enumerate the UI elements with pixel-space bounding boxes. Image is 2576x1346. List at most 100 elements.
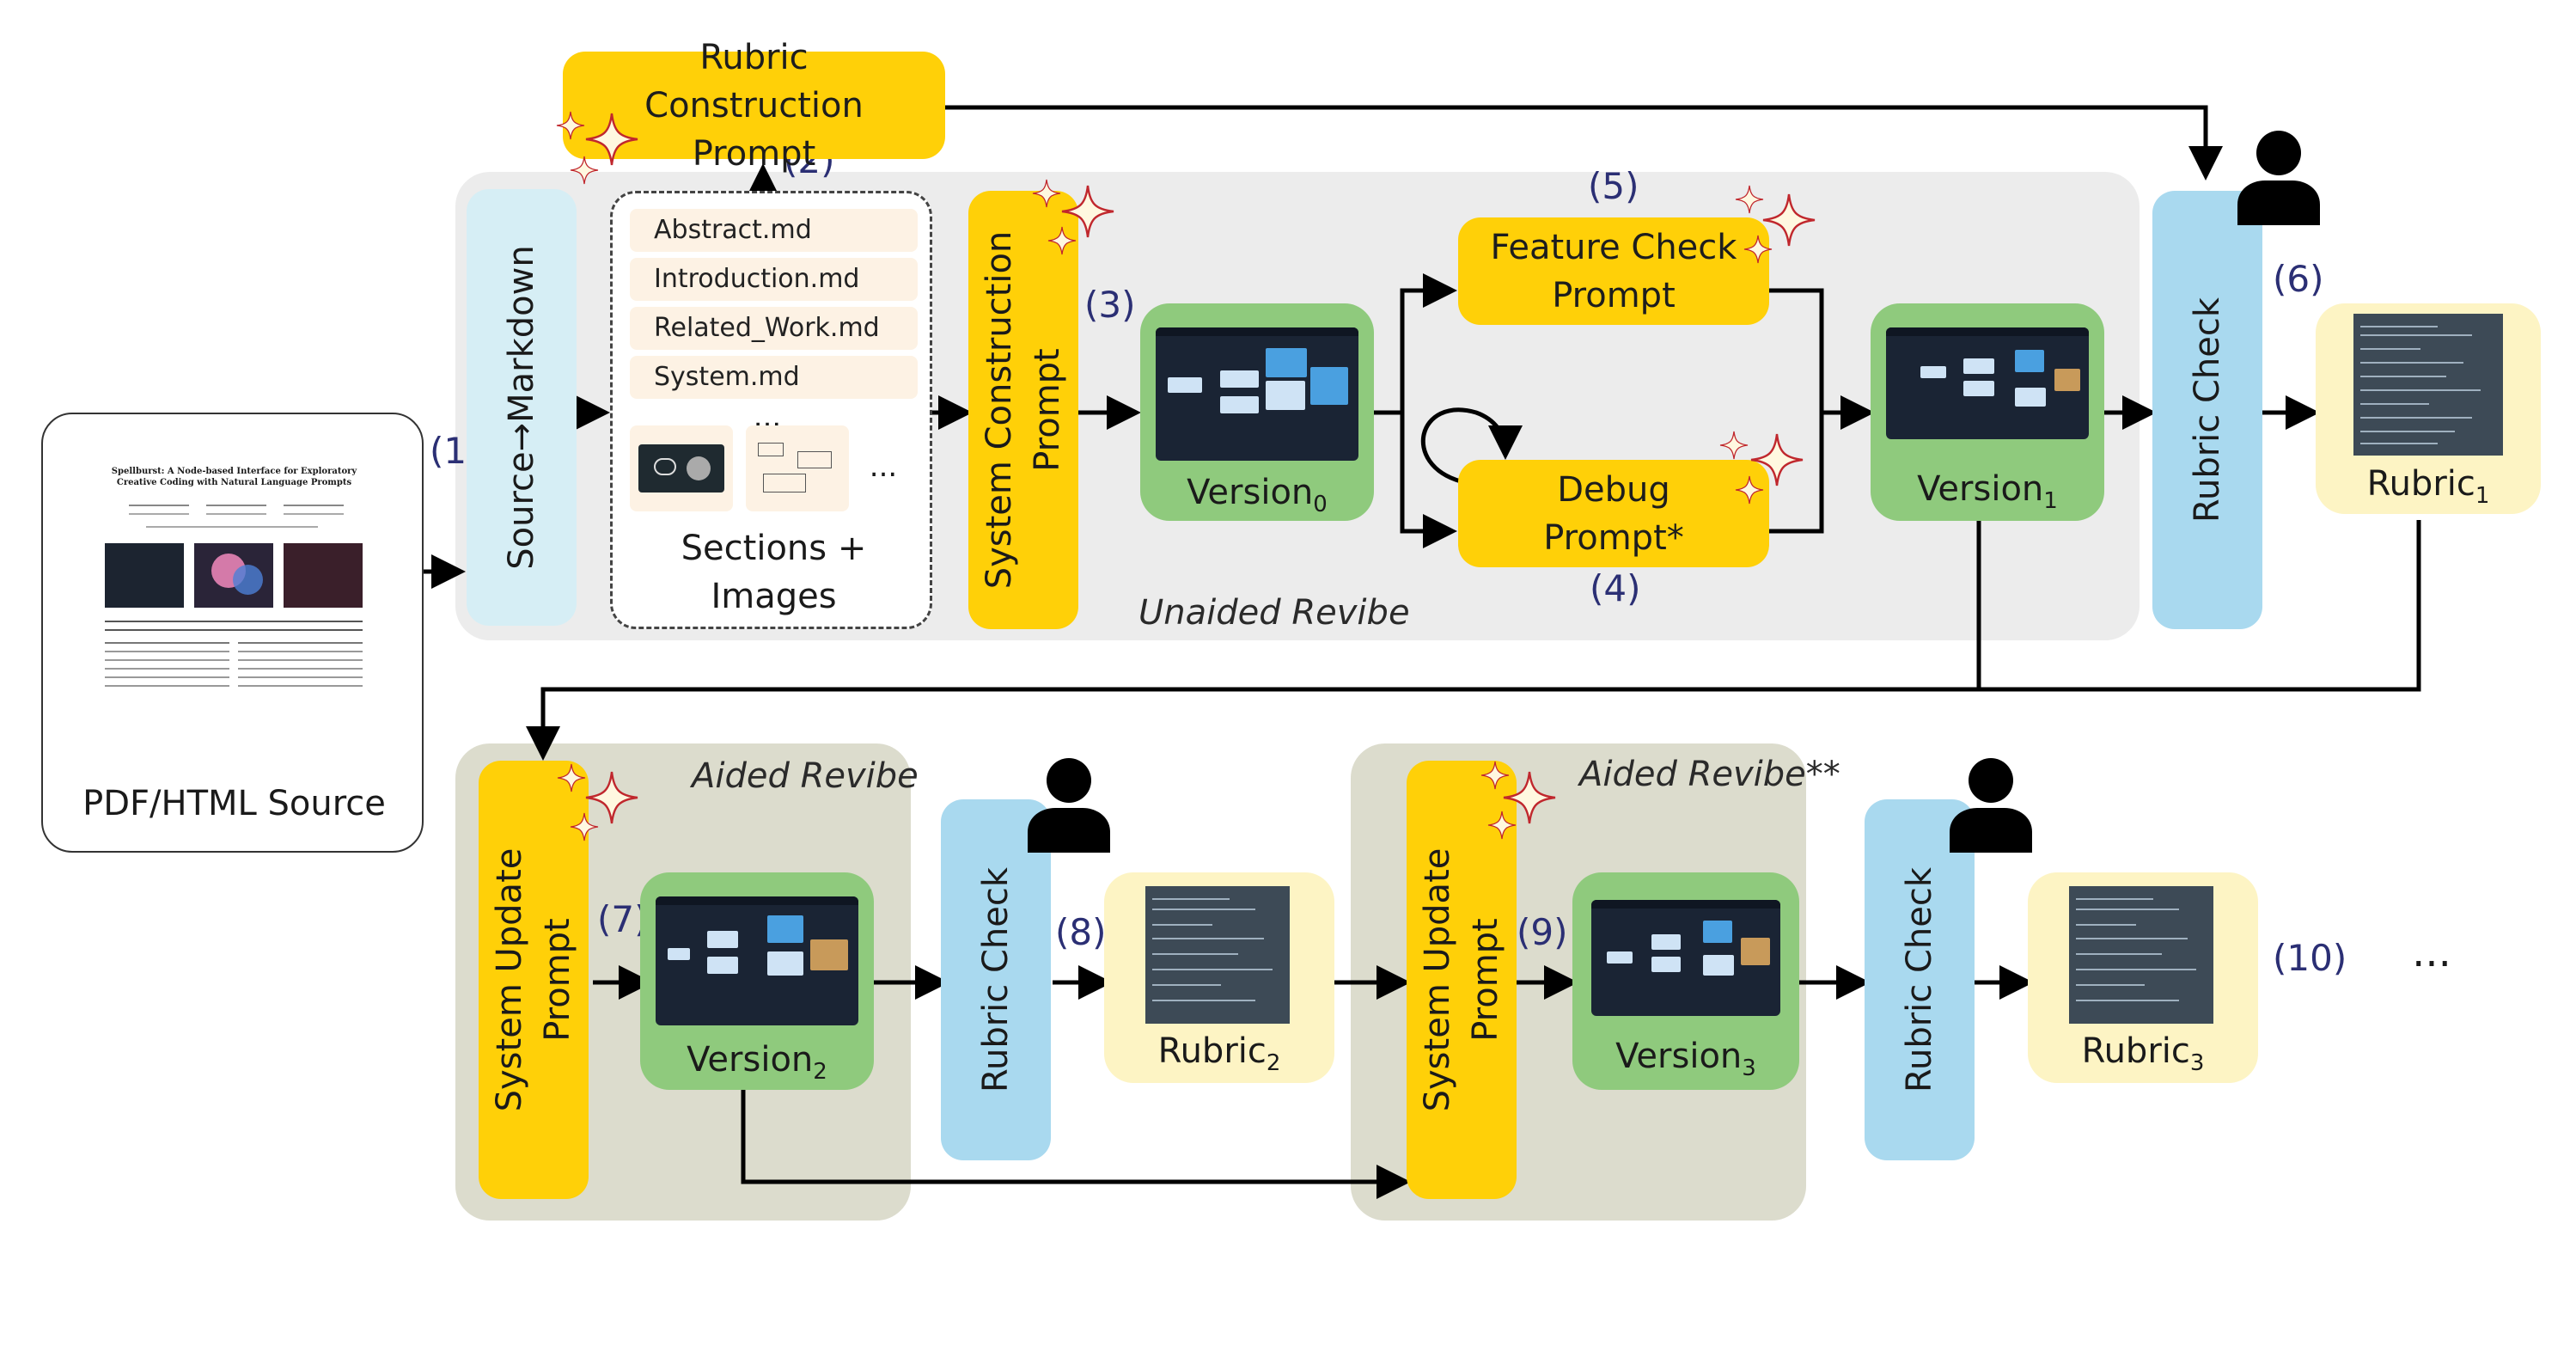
sparkle-icon	[1736, 186, 1763, 213]
paper-figure-1	[105, 543, 184, 608]
version-3-card: Version3	[1572, 872, 1799, 1090]
paper-figure-3	[284, 543, 363, 608]
version-3-screenshot	[1591, 900, 1780, 1016]
rubric-construction-label: Rubric Construction Prompt	[644, 37, 864, 174]
version-2-screenshot	[656, 896, 858, 1025]
image-thumb-2	[746, 425, 849, 511]
rubric-1-label: Rubric1	[2316, 460, 2541, 520]
version-0-card: Version0	[1140, 303, 1374, 521]
rubric-3-sheet	[2069, 886, 2213, 1024]
sections-label: Sections + Images	[681, 529, 867, 616]
sparkle-icon	[1736, 476, 1763, 504]
version-3-text: Version	[1615, 1037, 1743, 1076]
file-related-work: Related_Work.md	[630, 307, 918, 350]
feature-check-prompt: Feature Check Prompt	[1458, 217, 1769, 325]
debug-prompt: Debug Prompt*	[1458, 460, 1769, 567]
step-7: (7)	[597, 898, 649, 940]
rubric-2-sub: 2	[1266, 1050, 1281, 1076]
sparkle-icon	[1033, 180, 1060, 207]
sparkle-icon	[571, 813, 598, 841]
sections-images-box: Abstract.md Introduction.md Related_Work…	[610, 191, 932, 629]
person-icon	[2237, 131, 2320, 225]
system-construction-prompt: System Construction Prompt	[968, 191, 1078, 629]
sparkle-icon	[1481, 762, 1509, 789]
version-2-label: Version2	[640, 1036, 874, 1096]
sparkle-icon	[586, 113, 638, 165]
rubric-2-sheet	[1145, 886, 1290, 1024]
sparkle-icon	[557, 112, 584, 139]
rubric-1-sub: 1	[2475, 483, 2490, 509]
version-2-text: Version	[687, 1040, 814, 1080]
rubric-3-label: Rubric3	[2028, 1027, 2258, 1087]
rubric-check-1: Rubric Check	[2152, 191, 2262, 629]
sections-images-label: Sections + Images	[613, 524, 935, 621]
thumbs-ellipsis: ...	[869, 450, 898, 484]
sparkle-icon	[1048, 227, 1076, 254]
trailing-ellipsis: ...	[2412, 928, 2451, 976]
sparkle-icon	[571, 156, 598, 184]
person-icon	[1950, 758, 2032, 853]
step-8: (8)	[1055, 911, 1107, 953]
file-system: System.md	[630, 356, 918, 399]
sparkle-icon	[1751, 434, 1803, 486]
paper-preview: Spellburst: A Node-based Interface for E…	[95, 466, 374, 749]
sparkle-icon	[586, 772, 638, 823]
version-2-sub: 2	[813, 1059, 827, 1085]
version-1-card: Version1	[1871, 303, 2104, 521]
person-icon	[1028, 758, 1110, 853]
paper-figure-2	[194, 543, 273, 608]
sparkle-icon	[558, 764, 585, 792]
aided-revibe-2-label: Aided Revibe**	[1579, 755, 1840, 794]
file-abstract: Abstract.md	[630, 209, 918, 252]
rubric-check-3: Rubric Check	[1865, 799, 1975, 1160]
aided-revibe-label: Aided Revibe	[692, 756, 919, 796]
system-update-prompt-2: System Update Prompt	[1407, 761, 1517, 1199]
debug-label: Debug Prompt*	[1543, 469, 1684, 558]
rubric-2-label: Rubric2	[1104, 1027, 1334, 1087]
version-3-sub: 3	[1742, 1055, 1756, 1081]
source-label: PDF/HTML Source	[82, 784, 386, 823]
source-to-markdown-box: Source→Markdown	[467, 189, 577, 626]
version-1-label: Version1	[1871, 465, 2104, 525]
step-3: (3)	[1084, 284, 1136, 326]
file-introduction: Introduction.md	[630, 258, 918, 301]
paper-title: Spellburst: A Node-based Interface for E…	[111, 467, 357, 487]
version-0-label: Version0	[1140, 468, 1374, 529]
pdf-html-source-card: Spellburst: A Node-based Interface for E…	[41, 413, 424, 853]
step-5: (5)	[1588, 165, 1639, 207]
rubric-1-sheet	[2353, 314, 2503, 456]
step-10: (10)	[2273, 937, 2347, 979]
image-thumb-1	[630, 425, 733, 511]
sparkle-icon	[1504, 772, 1555, 823]
system-update-prompt-1: System Update Prompt	[479, 761, 589, 1199]
version-0-text: Version	[1187, 473, 1314, 512]
rubric-2-card: Rubric2	[1104, 872, 1334, 1083]
version-3-label: Version3	[1572, 1032, 1799, 1092]
version-2-card: Version2	[640, 872, 874, 1090]
rubric-3-sub: 3	[2189, 1050, 2205, 1076]
version-1-text: Version	[1917, 469, 2044, 509]
unaided-revibe-label: Unaided Revibe	[1138, 593, 1410, 633]
rubric-3-text: Rubric	[2081, 1031, 2190, 1071]
version-1-screenshot	[1886, 327, 2089, 439]
sparkle-icon	[1763, 194, 1815, 246]
sparkle-icon	[1062, 186, 1114, 237]
version-1-sub: 1	[2043, 488, 2058, 514]
step-4: (4)	[1590, 567, 1641, 609]
version-0-screenshot	[1156, 327, 1358, 461]
sparkle-icon	[1720, 431, 1748, 459]
rubric-2-text: Rubric	[1157, 1031, 1267, 1071]
rubric-1-card: Rubric1	[2316, 303, 2541, 514]
feature-check-label: Feature Check Prompt	[1490, 227, 1737, 315]
rubric-1-text: Rubric	[2366, 464, 2475, 504]
sparkle-icon	[1488, 811, 1516, 839]
step-9: (9)	[1517, 911, 1568, 953]
step-6: (6)	[2273, 258, 2324, 300]
version-0-sub: 0	[1313, 492, 1328, 517]
rubric-check-2: Rubric Check	[941, 799, 1051, 1160]
sparkle-icon	[1744, 236, 1772, 263]
rubric-3-card: Rubric3	[2028, 872, 2258, 1083]
